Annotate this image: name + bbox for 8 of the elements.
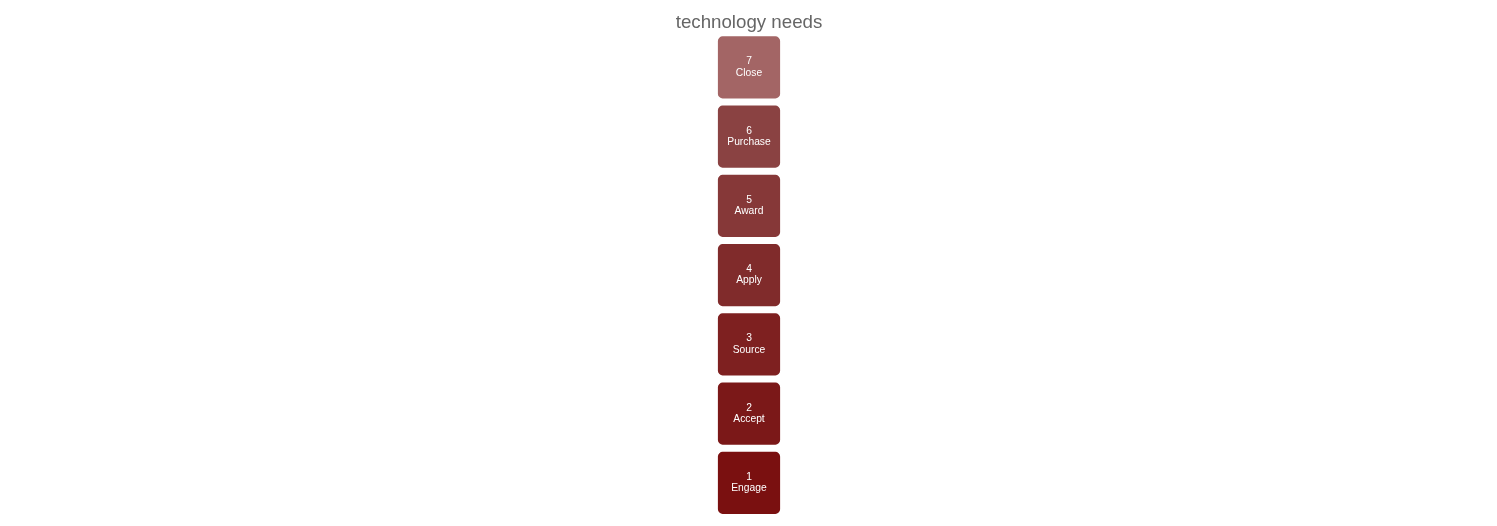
node-box: 3 Source [715, 311, 782, 378]
node-box: 6 Purchase [715, 103, 782, 170]
node-box: 1 Engage [715, 449, 782, 516]
node-box: 2 Accept [715, 380, 782, 447]
node-box: 5 Award [715, 172, 782, 239]
node-box: 7 Close [715, 34, 782, 101]
diagram-title: technology needs [675, 10, 822, 32]
node-box: 4 Apply [715, 242, 782, 309]
